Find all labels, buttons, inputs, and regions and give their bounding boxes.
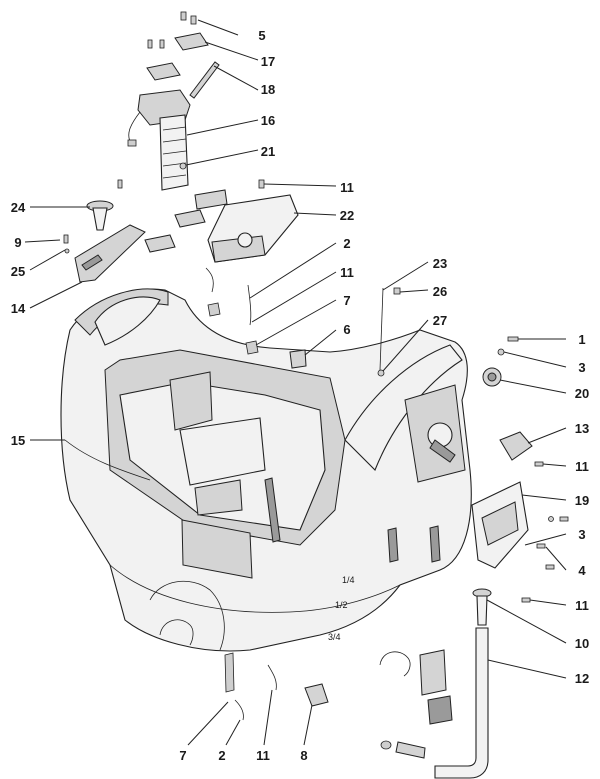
callout-16: 16 xyxy=(261,113,275,128)
screw-4b xyxy=(545,564,555,570)
screw-9 xyxy=(63,234,69,244)
washer-3-lower xyxy=(548,516,554,522)
lid-22 xyxy=(207,194,299,263)
screw-11-lower xyxy=(521,597,531,603)
rod-18 xyxy=(189,61,220,99)
cable-23 xyxy=(379,287,384,371)
callout-27: 27 xyxy=(433,313,447,328)
hose-plug xyxy=(380,740,426,759)
clamp-bottom-right xyxy=(379,651,411,677)
filter-assembly-16 xyxy=(127,89,191,191)
callout-24: 24 xyxy=(11,200,26,215)
callout-3: 3 xyxy=(578,360,585,375)
screw-3-lower xyxy=(559,516,569,522)
callout-25: 25 xyxy=(11,264,25,279)
holder-19 xyxy=(471,481,529,569)
bottom-hardware xyxy=(224,652,329,721)
screw-11-bracket xyxy=(534,461,544,467)
callout-19: 19 xyxy=(575,493,589,508)
clamp-bottom-left xyxy=(159,619,194,646)
hose-2-upper xyxy=(205,267,214,293)
callout-18: 18 xyxy=(261,82,275,97)
drain-hose-12 xyxy=(434,627,489,779)
callout-9: 9 xyxy=(14,235,21,250)
callout-11: 11 xyxy=(340,180,354,195)
callout-11: 11 xyxy=(340,265,354,280)
hose-segment xyxy=(247,284,252,326)
callout-17: 17 xyxy=(261,54,275,69)
washer-25 xyxy=(64,248,70,254)
callout-2: 2 xyxy=(343,236,350,251)
decal-right-b xyxy=(427,695,453,725)
level-mark-half: 1/2 xyxy=(335,600,348,610)
callout-10: 10 xyxy=(575,636,589,651)
callout-14: 14 xyxy=(11,301,26,316)
clamp-7-upper xyxy=(245,340,259,355)
caster-wheel-20 xyxy=(482,367,502,387)
main-tank-body: 1/4 1/2 3/4 xyxy=(60,288,472,652)
screw-1 xyxy=(507,336,519,342)
callout-26: 26 xyxy=(433,284,447,299)
callout-11: 11 xyxy=(575,598,589,613)
hinge-plate-17 xyxy=(146,32,209,81)
bolt-21 xyxy=(179,162,187,170)
callout-labels: 5 17 18 16 21 11 22 24 9 25 14 2 11 7 6 … xyxy=(11,28,589,763)
callout-20: 20 xyxy=(575,386,589,401)
washer-3-upper xyxy=(497,348,505,356)
callout-2: 2 xyxy=(218,748,225,763)
leader-lines xyxy=(24,19,567,746)
callout-15: 15 xyxy=(11,433,25,448)
cover-14 xyxy=(74,224,146,283)
callout-11: 11 xyxy=(575,459,589,474)
callout-8: 8 xyxy=(300,748,307,763)
callout-11: 11 xyxy=(256,748,270,763)
callout-5: 5 xyxy=(258,28,265,43)
level-mark-quarter: 1/4 xyxy=(342,575,355,585)
callout-4: 4 xyxy=(578,563,586,578)
decal-right-a xyxy=(419,649,447,696)
callout-7: 7 xyxy=(179,748,186,763)
screw-pair-5 xyxy=(180,11,197,25)
screw-11-top xyxy=(258,179,265,189)
decal-labels xyxy=(117,179,228,253)
callout-6: 6 xyxy=(343,322,350,337)
bracket-13 xyxy=(499,431,533,461)
callout-21: 21 xyxy=(261,144,275,159)
callout-13: 13 xyxy=(575,421,589,436)
clamp-small xyxy=(207,302,221,317)
callout-23: 23 xyxy=(433,256,447,271)
screw-26 xyxy=(393,287,401,295)
fitting-27 xyxy=(377,369,385,377)
float-24 xyxy=(86,200,114,231)
callout-1: 1 xyxy=(578,332,585,347)
drain-fitting-10 xyxy=(472,588,492,626)
level-mark-three-quarter: 3/4 xyxy=(328,632,341,642)
callout-22: 22 xyxy=(340,208,354,223)
cap-6 xyxy=(289,349,307,369)
callout-7: 7 xyxy=(343,293,350,308)
callout-12: 12 xyxy=(575,671,589,686)
callout-3: 3 xyxy=(578,527,585,542)
screw-4a xyxy=(536,543,546,549)
